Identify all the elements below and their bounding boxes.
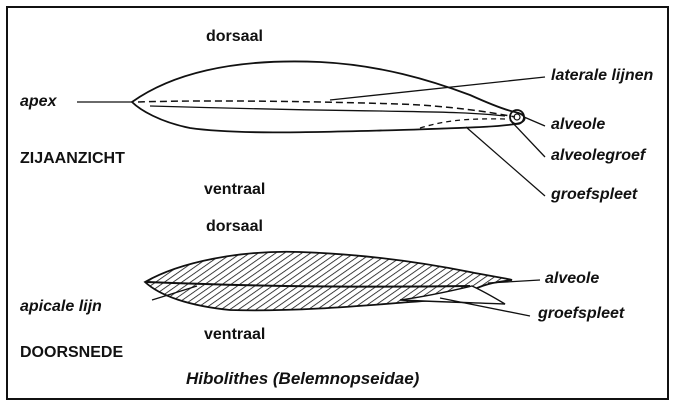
groefspleet-label-top: groefspleet <box>551 186 637 204</box>
apex-label: apex <box>20 93 56 111</box>
groefspleet-leader-top <box>466 127 545 196</box>
lateral-lines-label: laterale lijnen <box>551 67 653 85</box>
alveolegroef-label: alveolegroef <box>551 147 645 165</box>
alveole-label-bottom: alveole <box>545 270 599 288</box>
side-view-title: ZIJAANZICHT <box>20 150 125 168</box>
groefspleet-label-bottom: groefspleet <box>538 305 624 323</box>
dorsal-label-bottom: dorsaal <box>206 218 263 236</box>
alveole-leader-top <box>524 117 545 126</box>
lateral-lines-leader <box>330 77 545 100</box>
ventral-label-top: ventraal <box>204 181 265 199</box>
alveole-label-top: alveole <box>551 116 605 134</box>
cross-section-title: DOORSNEDE <box>20 344 123 362</box>
side-view-outline <box>132 61 525 132</box>
ventral-label-bottom: ventraal <box>204 326 265 344</box>
alveolegroef-leader <box>510 120 545 157</box>
dorsal-label-top: dorsaal <box>206 28 263 46</box>
lateral-line-dashed <box>138 101 515 117</box>
apical-line-label: apicale lijn <box>20 298 102 316</box>
figure-caption: Hibolithes (Belemnopseidae) <box>186 369 419 389</box>
